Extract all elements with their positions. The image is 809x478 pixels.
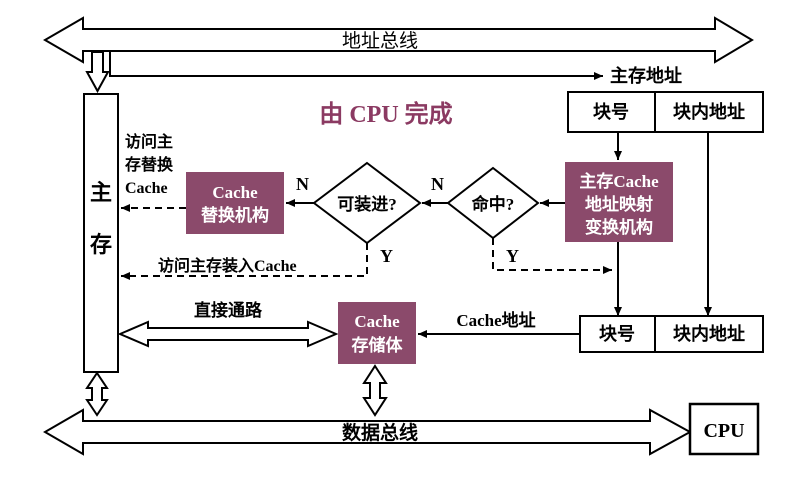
bottom-block-number-label: 块号	[599, 324, 635, 344]
cache-address-label: Cache地址	[456, 310, 535, 330]
main-memory-label-2: 存	[90, 232, 112, 257]
main-memory-label-1: 主	[90, 180, 112, 205]
access-load-label: 访问主存装入Cache	[158, 256, 297, 275]
top-block-offset-box	[654, 91, 764, 133]
address-bus-label: 地址总线	[342, 30, 418, 52]
loadable-yes-label: Y	[380, 246, 393, 266]
loadable-question-label: 可装进?	[337, 194, 397, 214]
cache-store-box	[338, 302, 416, 364]
replace-box	[186, 172, 284, 234]
main-memory-address-label: 主存地址	[610, 65, 682, 86]
direct-path-label: 直接通路	[194, 300, 263, 320]
main-memory-box	[83, 93, 119, 373]
hit-no-label: N	[431, 174, 444, 194]
bottom-block-number-box	[579, 315, 656, 353]
mapping-box	[565, 162, 673, 242]
memory-data-bus-arrow	[85, 371, 109, 417]
main-memory-address-line	[109, 52, 603, 80]
hit-question-label: 命中?	[471, 194, 515, 214]
top-block-number-box	[567, 91, 656, 133]
mapping-line-3: 变换机构	[585, 217, 653, 237]
address-bus-arrow	[43, 16, 754, 64]
direct-path-arrow	[117, 320, 339, 348]
loadable-no-label: N	[296, 174, 309, 194]
replace-line-2: 替换机构	[201, 205, 269, 225]
cache-store-line-1: Cache	[354, 312, 400, 331]
cache-store-line-2: 存储体	[352, 335, 404, 355]
bottom-block-offset-label: 块内地址	[673, 323, 745, 344]
hit-yes-label: Y	[506, 246, 519, 266]
loadable-yes-dashed-line	[121, 243, 368, 280]
top-block-offset-label: 块内地址	[673, 101, 745, 122]
replace-line-1: Cache	[212, 183, 258, 202]
page-title: 由 CPU 完成	[319, 100, 452, 128]
bottom-block-offset-box	[654, 315, 764, 353]
address-bus-down-arrow	[85, 51, 110, 94]
cpu-box	[688, 402, 760, 456]
hit-yes-dashed-line	[492, 238, 612, 274]
cpu-label: CPU	[703, 420, 744, 442]
mapping-line-1: 主存Cache	[579, 171, 659, 191]
mapping-line-2: 地址映射	[585, 194, 653, 214]
top-block-number-label: 块号	[593, 102, 629, 122]
cache-data-bus-arrow	[362, 364, 388, 417]
data-bus-label: 数据总线	[342, 421, 418, 444]
access-replace-line-3: Cache	[125, 180, 168, 197]
access-replace-line-2: 存替换	[125, 155, 174, 174]
access-replace-line-1: 访问主	[125, 132, 173, 151]
